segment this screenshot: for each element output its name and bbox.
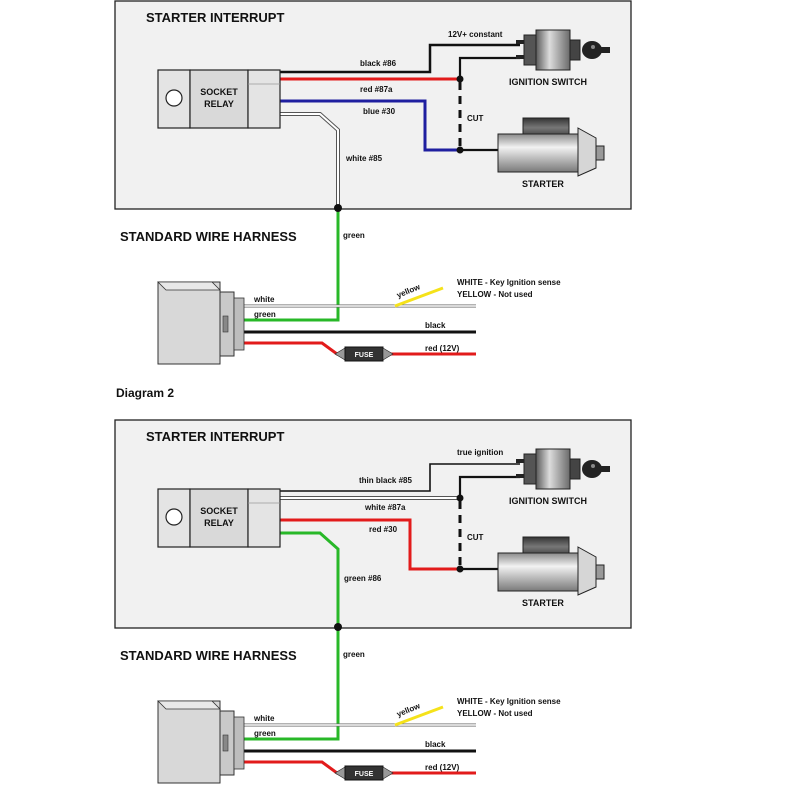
wire-label: white #87a [364,503,406,512]
harness-label-black: black [425,740,446,749]
harness-red-wire [244,341,476,356]
wire-label: red #87a [360,85,393,94]
panel-title: STARTER INTERRUPT [146,429,284,444]
cut-label: CUT [467,533,484,542]
ignition-power-label: 12V+ constant [448,30,503,39]
harness-label-white: white [253,714,275,723]
blue-30-wire [280,99,460,152]
harness-label-white: white [253,295,275,304]
ignition-power-label: true ignition [457,448,503,457]
wire-label: red #30 [369,525,398,534]
relay-label-relay: RELAY [204,518,234,528]
harness-label-green: green [254,310,276,319]
relay-label-socket: SOCKET [200,87,238,97]
wire-label: black #86 [360,59,397,68]
wire-label: blue #30 [363,107,396,116]
fuse-label: FUSE [355,352,374,359]
fuse-icon: FUSE [334,346,394,362]
fuse-label: FUSE [355,771,374,778]
harness-title: STANDARD WIRE HARNESS [120,229,297,244]
junction-dot [456,565,464,573]
ignition-switch-label: IGNITION SWITCH [509,77,587,87]
harness-link-label: green [343,231,365,240]
harness-yellow-wire [394,705,444,727]
socket-relay: SOCKET RELAY [157,488,281,548]
note-yellow: YELLOW - Not used [457,709,533,718]
harness-title: STANDARD WIRE HARNESS [120,648,297,663]
starter-label: STARTER [522,179,564,189]
note-yellow: YELLOW - Not used [457,290,533,299]
ignition-switch-icon [516,448,610,490]
note-white: WHITE - Key Ignition sense [457,697,561,706]
fuse-icon: FUSE [334,765,394,781]
ignition-switch-icon [516,29,610,71]
ignition-wire [458,475,520,498]
relay-label-socket: SOCKET [200,506,238,516]
junction-dot [456,146,464,154]
starter-label: STARTER [522,598,564,608]
red-30-wire [280,518,460,571]
harness-green-link [244,208,340,322]
starter-motor-icon [497,536,605,596]
junction-dot [334,623,342,631]
harness-label-red: red (12V) [425,344,460,353]
junction-dot [334,204,342,212]
black-86-wire [280,43,520,74]
wire-label: white #85 [345,154,383,163]
harness-label-green: green [254,729,276,738]
harness-green-link [244,627,340,741]
junction-dot [456,494,464,502]
diagram-1: STARTER INTERRUPT SOCKET RELAY black #86… [114,0,632,365]
diagram-2: STARTER INTERRUPT SOCKET RELAY thin blac… [114,419,632,784]
harness-link-label: green [343,650,365,659]
socket-relay: SOCKET RELAY [157,69,281,129]
ignition-wire [458,56,520,79]
green-86-wire [280,531,340,627]
ignition-switch-label: IGNITION SWITCH [509,496,587,506]
harness-connector [157,700,245,784]
diagram-2-label: Diagram 2 [116,386,174,400]
note-white: WHITE - Key Ignition sense [457,278,561,287]
harness-label-red: red (12V) [425,763,460,772]
cut-label: CUT [467,114,484,123]
relay-label-relay: RELAY [204,99,234,109]
panel-title: STARTER INTERRUPT [146,10,284,25]
thin-black-85-wire [280,463,520,492]
wire-label: thin black #85 [359,476,412,485]
harness-connector [157,281,245,365]
harness-label-black: black [425,321,446,330]
wire-label: green #86 [344,574,382,583]
white-85-wire-fill [280,113,339,208]
harness-red-wire [244,760,476,775]
starter-motor-icon [497,117,605,177]
harness-yellow-wire [394,286,444,308]
junction-dot [456,75,464,83]
